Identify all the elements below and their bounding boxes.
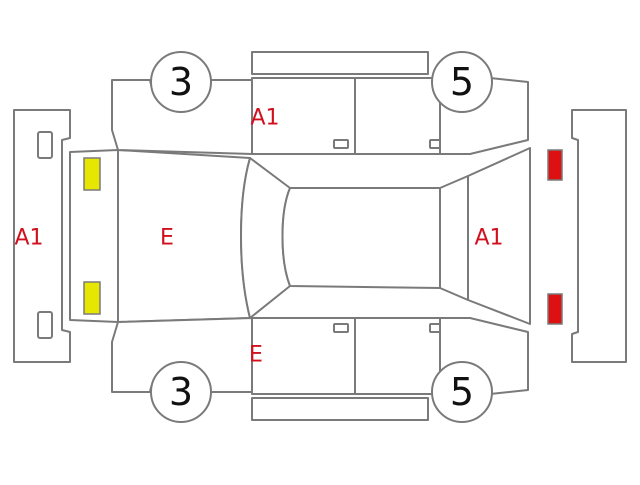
- wheel-rear-bottom: 5: [431, 361, 493, 423]
- code-front-bumper: A1: [14, 226, 43, 251]
- left-front-door-handle: [333, 139, 349, 149]
- rear-left-lamp: [547, 149, 563, 181]
- rear-bumper: [571, 109, 627, 363]
- wheel-front-top: 3: [150, 51, 212, 113]
- front-bumper-slot-bottom: [37, 311, 53, 339]
- code-left-front-door: A1: [250, 106, 279, 131]
- front-bumper-slot-top: [37, 131, 53, 159]
- wheel-rear-top-label: 5: [450, 60, 474, 104]
- left-rear-door: [354, 77, 441, 155]
- trunk: [467, 147, 531, 325]
- roof: [281, 187, 441, 289]
- wheel-rear-top: 5: [431, 51, 493, 113]
- front-right-lamp: [83, 281, 101, 315]
- code-rear-bumper: A1: [474, 226, 503, 251]
- right-front-door-handle: [333, 323, 349, 333]
- front-left-lamp: [83, 157, 101, 191]
- wheel-front-bottom: 3: [150, 361, 212, 423]
- front-bumper: [13, 109, 71, 363]
- wheel-front-top-label: 3: [169, 60, 193, 104]
- code-hood: E: [160, 226, 174, 251]
- rear-window: [439, 175, 469, 301]
- wheel-front-bottom-label: 3: [169, 370, 193, 414]
- rear-right-lamp: [547, 293, 563, 325]
- hood: [117, 149, 251, 323]
- wheel-rear-bottom-label: 5: [450, 370, 474, 414]
- code-right-front-fender: E: [249, 343, 263, 368]
- right-side-step: [251, 397, 429, 421]
- left-side-step: [251, 51, 429, 75]
- right-rear-door: [354, 317, 441, 395]
